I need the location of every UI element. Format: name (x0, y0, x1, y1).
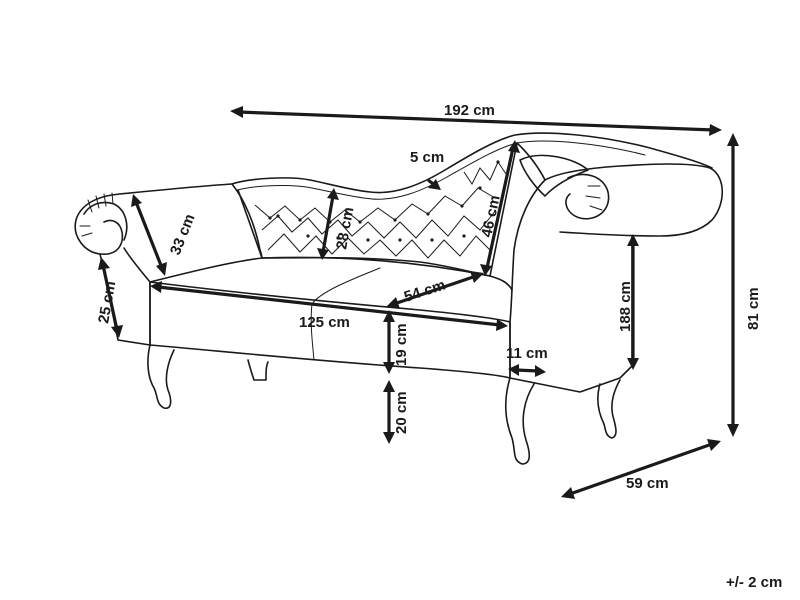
tolerance-note: +/- 2 cm (726, 574, 782, 591)
leg-height-arrow (383, 380, 395, 444)
front-left-leg (147, 344, 175, 410)
backrest-height-arrow (317, 188, 339, 260)
left-armrest-pleats (79, 192, 114, 237)
dimension-lines (98, 106, 739, 499)
right-cushion (519, 154, 589, 197)
label-leg-height: 20 cm (393, 391, 410, 434)
backrest-inner-edge (237, 140, 646, 200)
label-arm-width: 11 cm (506, 345, 548, 362)
left-armrest-face (231, 183, 263, 259)
right-arm-height-arrow (627, 234, 639, 370)
seat-depth-arrow (386, 271, 484, 309)
tufting-pattern (254, 160, 507, 259)
backrest-top-arrow (427, 178, 441, 190)
seat-length-arrow (150, 281, 508, 331)
label-overall-length: 192 cm (444, 102, 495, 119)
arm-width-arrow (508, 364, 546, 377)
right-armrest-scroll (565, 173, 610, 220)
label-back-height-right: 46 cm (478, 194, 503, 239)
label-seat-depth: 54 cm (402, 276, 448, 305)
right-armrest-pleats (585, 185, 603, 211)
label-seat-thickness: 19 cm (393, 323, 410, 366)
left-arm-top-arrow (131, 194, 167, 276)
label-depth: 59 cm (626, 475, 669, 492)
right-armrest (516, 142, 723, 237)
seat-thickness-arrow (383, 310, 395, 374)
back-right-leg (597, 379, 621, 439)
front-right-leg (504, 377, 535, 465)
left-armrest (74, 183, 233, 255)
seat-front-body (149, 281, 511, 379)
seat-front-edge (149, 281, 511, 323)
depth-arrow (561, 439, 721, 499)
back-height-right-arrow (480, 140, 520, 276)
tufting-buttons (268, 160, 500, 242)
back-left-leg (247, 359, 269, 381)
right-armrest-front (509, 179, 633, 393)
label-overall-height: 81 cm (745, 287, 762, 330)
left-arm-side-arrow (98, 257, 123, 338)
label-right-arm-height: 188 cm (617, 281, 634, 332)
backrest-outline (231, 132, 713, 194)
dimension-labels: 192 cm 81 cm 59 cm 125 cm 54 cm 5 cm 28 … (95, 102, 762, 492)
label-left-arm-top: 33 cm (167, 212, 199, 258)
overall-height-arrow (727, 133, 739, 437)
seat-top (149, 256, 513, 291)
label-seat-length: 125 cm (299, 314, 350, 331)
overall-length-arrow (230, 106, 722, 136)
label-backrest-top: 5 cm (410, 149, 444, 166)
